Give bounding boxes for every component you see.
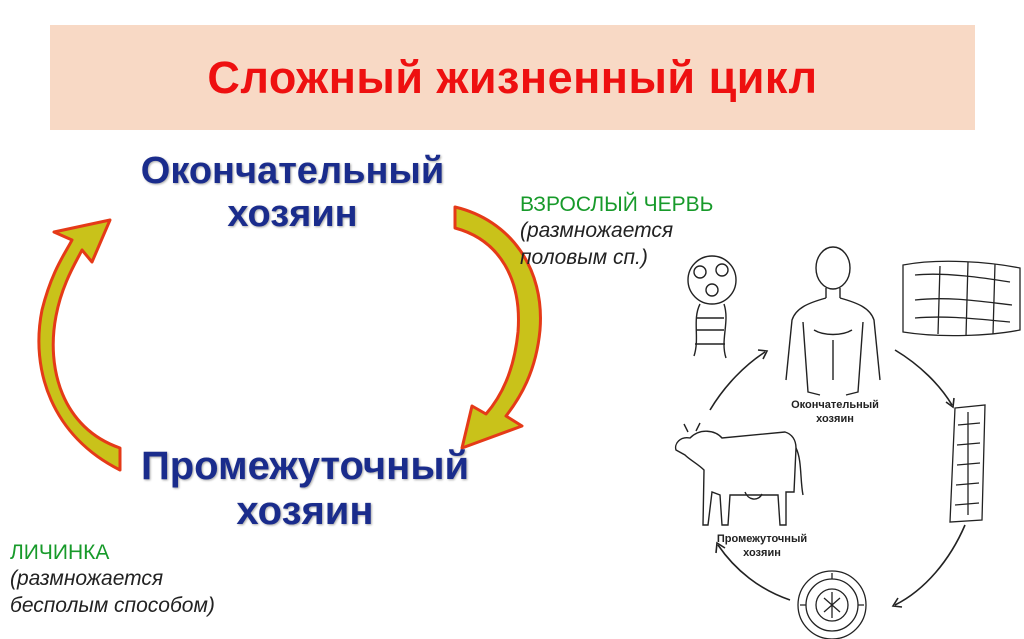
larva-desc-line2: бесполым способом)	[10, 593, 215, 617]
larva-note: ЛИЧИНКА (размножается бесполым способом)	[10, 540, 215, 619]
ill-arrow-bottom-right	[894, 524, 966, 606]
illustration-definitive-host-label: Окончательный хозяин	[770, 399, 900, 427]
egg-drawing	[797, 570, 867, 639]
adult-worm-desc-line1: (размножается	[520, 219, 674, 243]
larva-title: ЛИЧИНКА	[10, 541, 110, 564]
slide-title: Сложный жизненный цикл	[207, 51, 818, 103]
ill-arrow-top-right	[894, 349, 953, 406]
title-banner: Сложный жизненный цикл	[50, 25, 975, 130]
intermediate-host-line2: хозяин	[236, 488, 374, 533]
right-cycle-arrow	[453, 205, 542, 450]
definitive-host-line1: Окончательный	[140, 150, 445, 192]
intermediate-host-label: Промежуточный хозяин	[110, 444, 500, 534]
proglottid-drawing	[949, 404, 986, 523]
illustration-definitive-line2: хозяин	[816, 412, 854, 425]
definitive-host-line2: хозяин	[227, 192, 358, 235]
adult-worm-note: ВЗРОСЛЫЙ ЧЕРВЬ (размножается половым сп.…	[520, 192, 713, 271]
adult-worm-title: ВЗРОСЛЫЙ ЧЕРВЬ	[520, 193, 714, 216]
cow-figure	[674, 422, 804, 526]
ill-arrow-top-left	[709, 351, 766, 411]
left-cycle-arrow	[37, 218, 122, 472]
illustration-definitive-line1: Окончательный	[791, 399, 879, 411]
illustration-intermediate-host-label: Промежуточный хозяин	[702, 533, 822, 561]
intermediate-host-line1: Промежуточный	[140, 444, 470, 488]
scolex-drawing	[687, 255, 737, 359]
lifecycle-illustration	[674, 246, 1021, 639]
definitive-host-label: Окончательный хозяин	[105, 150, 480, 235]
illustration-intermediate-line1: Промежуточный	[716, 533, 808, 545]
adult-worm-desc-line2: половым сп.)	[520, 245, 648, 269]
ill-arrow-bottom-left	[717, 544, 791, 601]
human-figure	[785, 246, 881, 396]
larva-desc-line1: (размножается	[10, 567, 164, 591]
illustration-intermediate-line2: хозяин	[743, 546, 781, 559]
intestine-drawing	[902, 260, 1021, 337]
